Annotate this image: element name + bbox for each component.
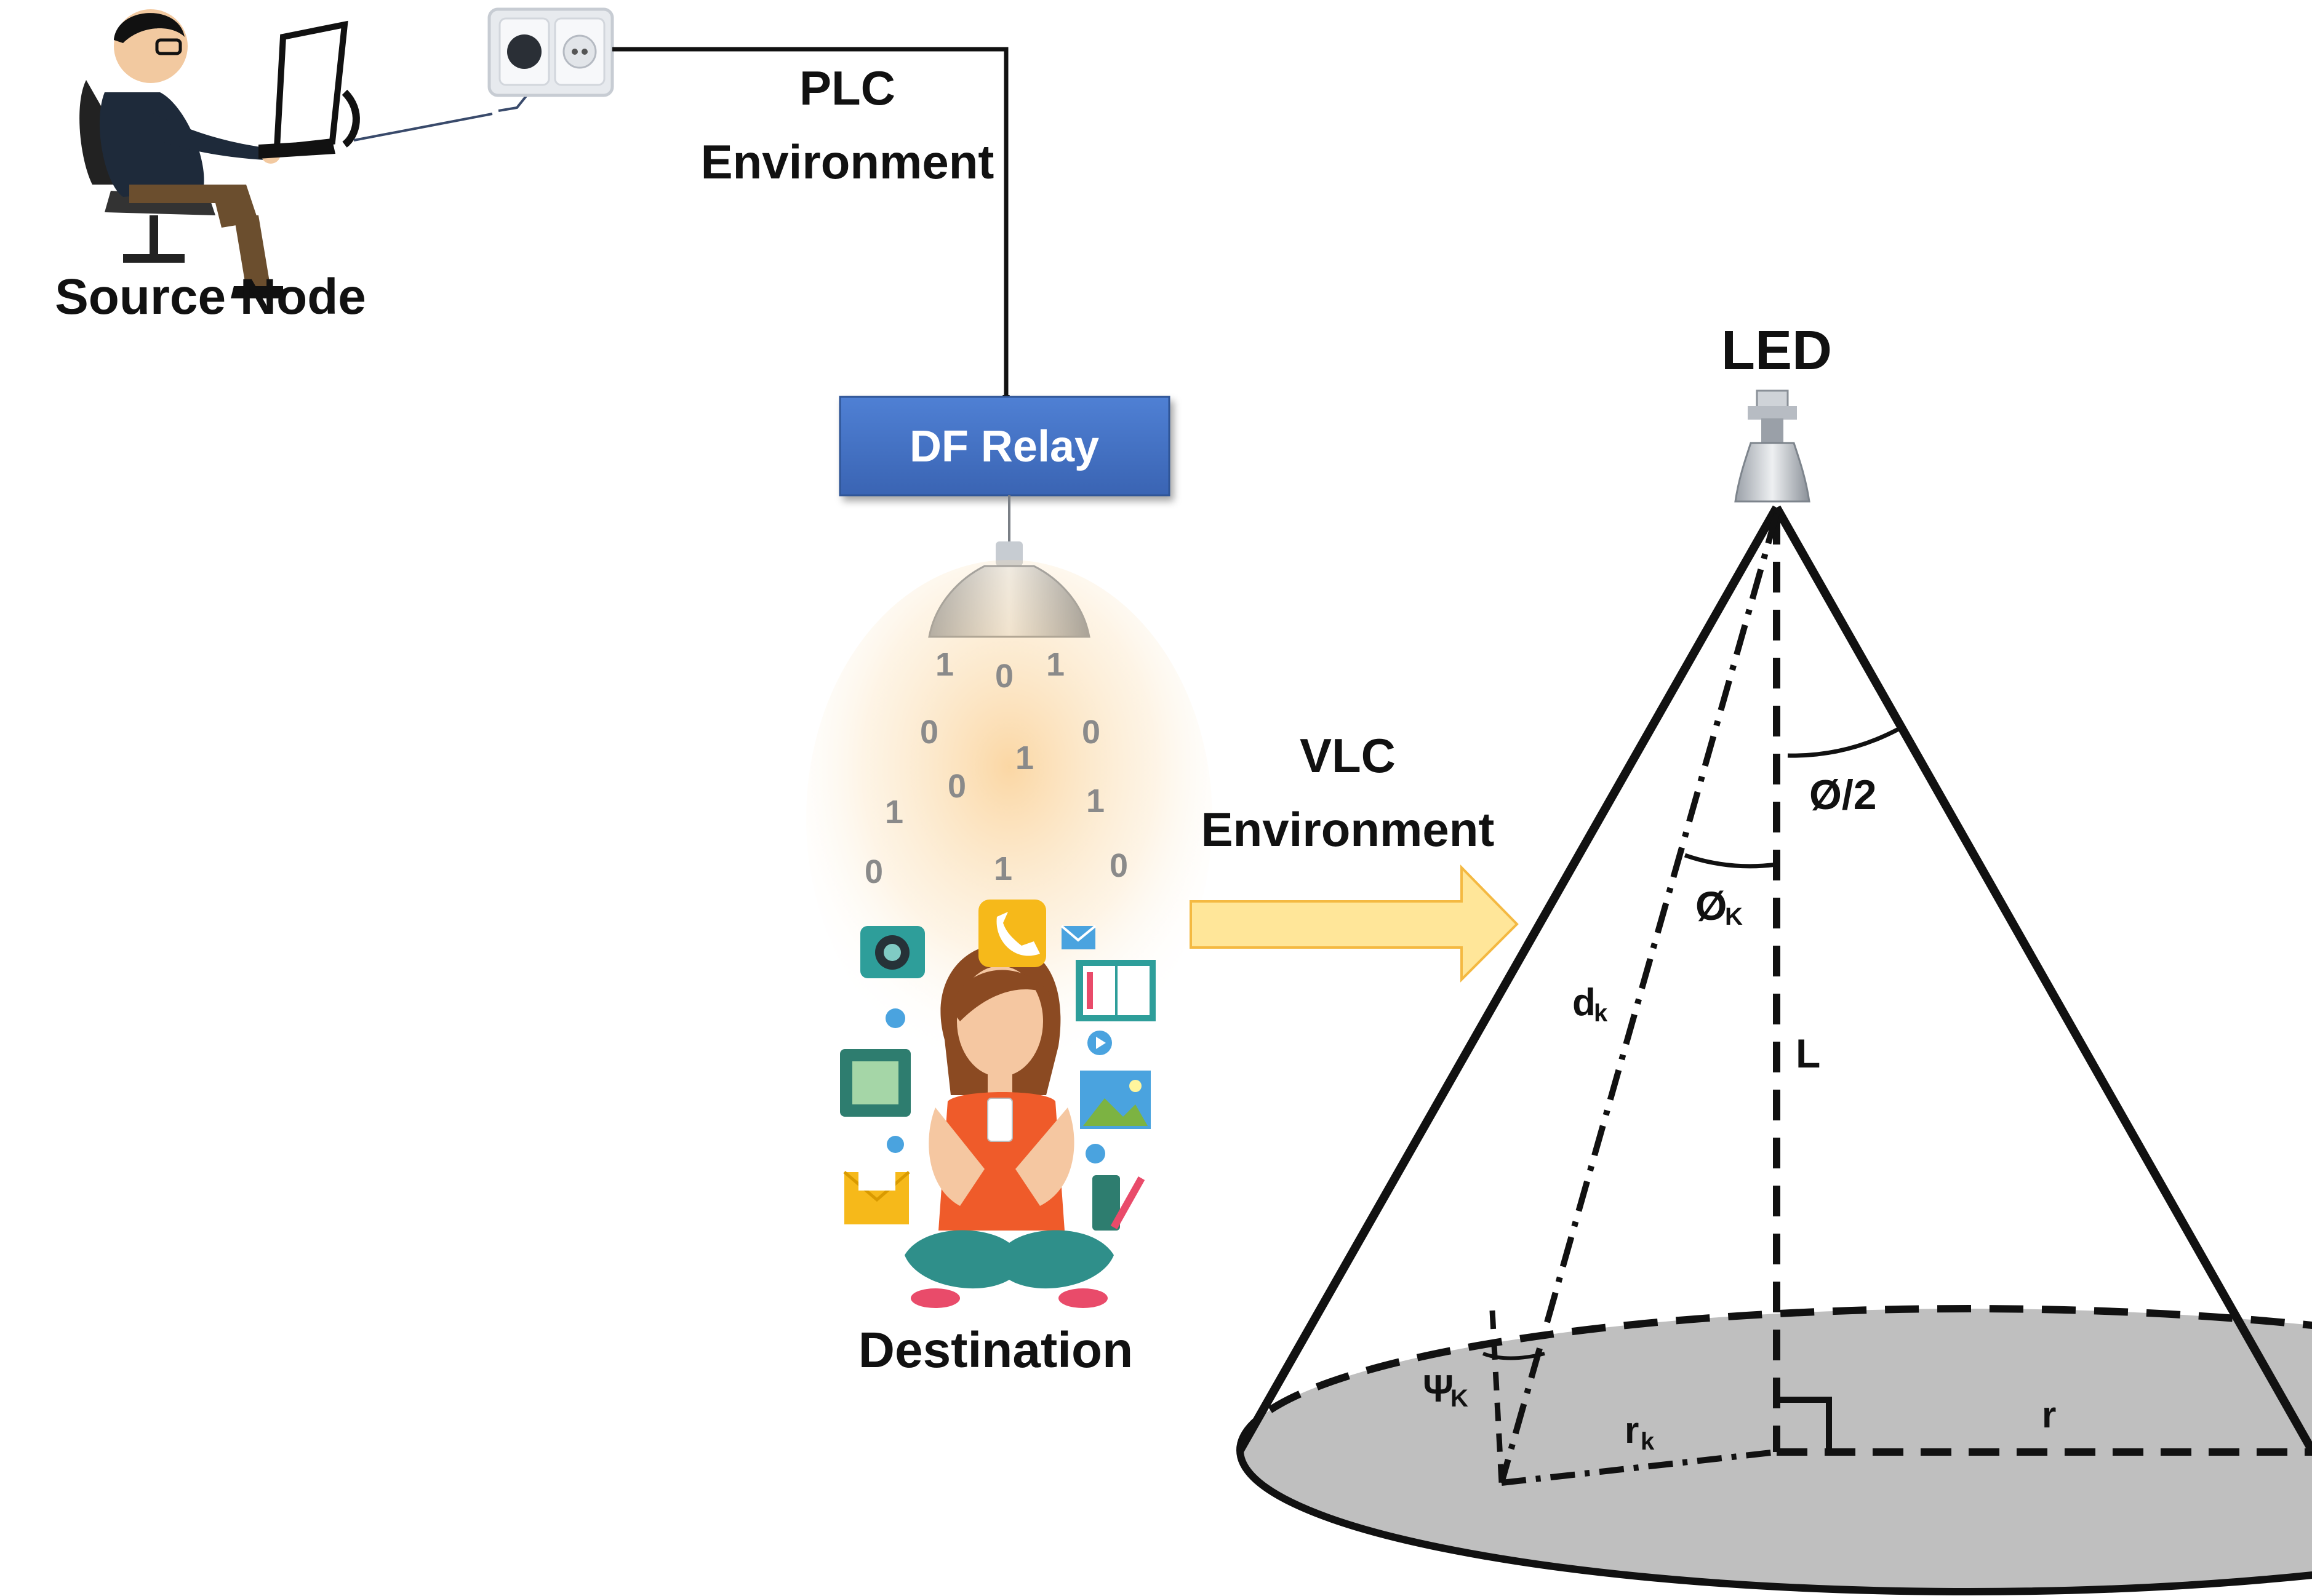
source-node-label: Source Node xyxy=(55,269,366,325)
data-bit: 1 xyxy=(1086,783,1105,820)
df-relay-label: DF Relay xyxy=(910,422,1099,471)
phone-app-icon xyxy=(978,900,1046,967)
right-angle-marker xyxy=(1777,1397,1832,1452)
r-k-label: r k xyxy=(1625,1410,1655,1455)
half-angle-label: Ø/2 xyxy=(1809,772,1877,818)
height-label: L xyxy=(1796,1031,1820,1076)
data-bit: 1 xyxy=(935,646,954,683)
video-app-icon xyxy=(840,1049,911,1117)
vlc-label-line1: VLC xyxy=(1300,728,1396,783)
df-relay-box: DF Relay xyxy=(839,396,1170,497)
psi-k-symbol: Ψ xyxy=(1423,1368,1454,1410)
led-fixture-icon xyxy=(1734,389,1810,503)
plc-label-line2: Environment xyxy=(701,135,994,189)
data-bit: 1 xyxy=(1015,740,1034,776)
vlc-label-line2: Environment xyxy=(1201,802,1495,856)
book-app-icon xyxy=(1076,960,1156,1021)
cone-right-side xyxy=(1772,505,2312,1453)
distance-dk-line xyxy=(1498,513,1780,1484)
psi-k-label: Ψ K xyxy=(1423,1368,1468,1412)
data-bit: 1 xyxy=(994,850,1012,887)
data-bit: 0 xyxy=(1082,714,1100,751)
phi-k-arc xyxy=(1684,853,1777,869)
psi-k-subscript: K xyxy=(1450,1385,1468,1412)
source-node-person-icon xyxy=(79,9,360,298)
notes-app-icon xyxy=(1092,1175,1145,1231)
plc-label-line1: PLC xyxy=(799,61,895,115)
data-bit: 1 xyxy=(885,794,903,831)
data-bit: 0 xyxy=(995,658,1014,695)
like-icon xyxy=(887,1136,904,1153)
mail-app-icon xyxy=(1060,925,1097,949)
psi-k-arc xyxy=(1482,1352,1545,1360)
data-bit: 0 xyxy=(1110,847,1128,884)
phi-k-label: Ø K xyxy=(1695,883,1743,930)
envelope-app-icon xyxy=(843,1166,910,1224)
destination-person-icon xyxy=(905,944,1114,1308)
d-k-symbol: d xyxy=(1572,981,1596,1024)
phi-k-symbol: Ø xyxy=(1695,883,1727,928)
data-bit: 0 xyxy=(948,768,966,805)
destination-label: Destination xyxy=(858,1322,1133,1378)
play-icon xyxy=(1087,1031,1112,1055)
cone-base-back-rim xyxy=(1236,1305,2312,1451)
r-k-subscript: k xyxy=(1641,1428,1655,1455)
laptop-cable xyxy=(353,113,493,142)
power-socket-icon xyxy=(487,7,614,97)
d-k-label: d k xyxy=(1572,981,1608,1027)
timer-icon xyxy=(886,1008,905,1028)
data-bit: 0 xyxy=(920,714,938,751)
vlc-arrow xyxy=(1190,864,1519,983)
led-label: LED xyxy=(1721,320,1832,381)
data-bit: 1 xyxy=(1046,646,1065,683)
phi-k-subscript: K xyxy=(1725,903,1743,930)
data-bit: 0 xyxy=(865,853,883,890)
half-angle-arc xyxy=(1787,727,1900,758)
plc-link-arrow xyxy=(612,47,1010,402)
cone-left-side xyxy=(1236,505,1781,1453)
gallery-app-icon xyxy=(1080,1071,1151,1129)
user-icon xyxy=(1086,1144,1105,1163)
cone-base-front-rim xyxy=(1236,1450,2312,1595)
r-k-symbol: r xyxy=(1625,1410,1639,1451)
radius-label: r xyxy=(2042,1394,2056,1435)
camera-app-icon xyxy=(860,926,925,978)
d-k-subscript: k xyxy=(1594,1000,1608,1027)
